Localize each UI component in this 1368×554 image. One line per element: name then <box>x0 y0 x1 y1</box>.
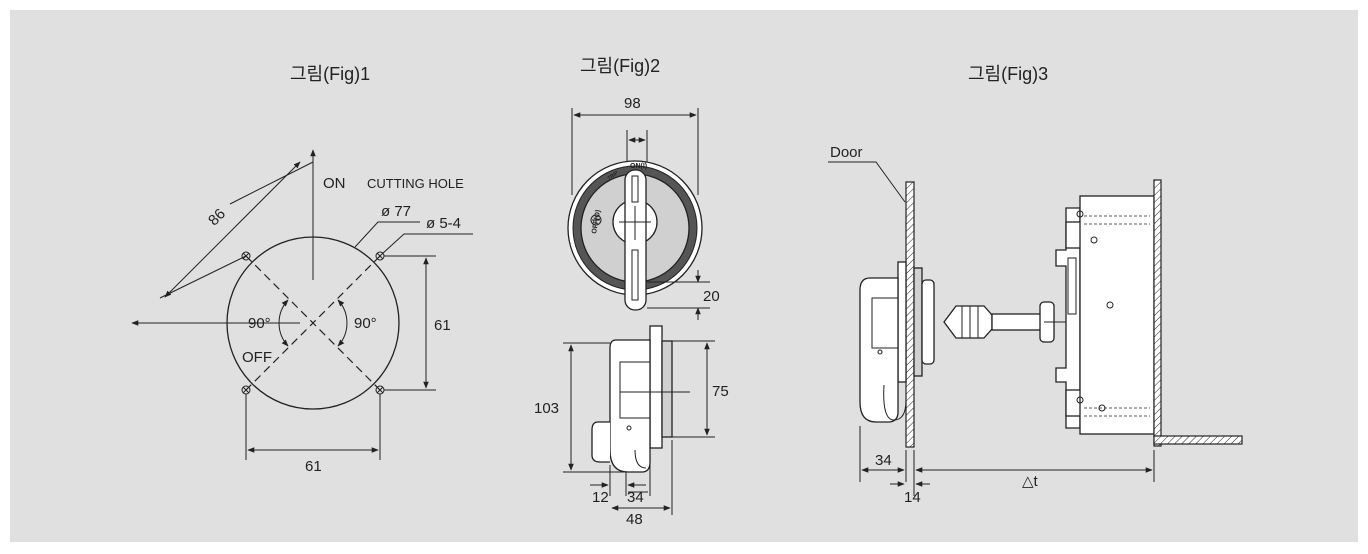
figure-2: 그림(Fig)2 98 ON(I) OFF(O) TRIP 20 <box>534 56 729 528</box>
dim-34-label: 34 <box>875 452 892 469</box>
padlock-loop <box>634 449 647 469</box>
off-label: OFF <box>242 349 272 366</box>
figure-2-title: 그림(Fig)2 <box>580 56 660 76</box>
handle-side-body <box>609 339 651 473</box>
dim-98-label: 98 <box>624 95 641 112</box>
mount-screw <box>1076 396 1084 404</box>
dim-20-label: 20 <box>703 288 720 305</box>
screw-hole <box>375 385 385 395</box>
delta-t-label: △t <box>1022 473 1039 490</box>
lock-screw-icon <box>592 216 600 224</box>
flange-plate <box>649 325 663 449</box>
leader-line-77 <box>354 221 420 248</box>
dim-12-label: 12 <box>592 489 609 506</box>
leader-line-5-4 <box>381 233 473 255</box>
panel-base-plate <box>1153 435 1243 445</box>
drawing-panel: 그림(Fig)1 ON OFF 90° 90° <box>10 10 1358 542</box>
dia-77-label: ø 77 <box>381 203 411 220</box>
dim-75-label: 75 <box>712 383 729 400</box>
dim-86-label: 86 <box>205 205 229 229</box>
handle-window <box>871 297 899 349</box>
flange-outer <box>897 261 907 383</box>
dim-48-label: 48 <box>626 511 643 528</box>
on-label: ON <box>323 175 346 192</box>
breaker-body <box>1079 195 1155 435</box>
handle-pin <box>877 349 883 355</box>
trip-mark-label: TRIP <box>607 170 620 182</box>
shaft-coupling <box>943 305 993 339</box>
panel-back-wall <box>1153 179 1162 447</box>
angle-right-label: 90° <box>354 315 377 332</box>
extension-line <box>229 161 314 205</box>
breaker-hole <box>1106 301 1114 309</box>
flange-body <box>661 340 673 438</box>
breaker-hole <box>1090 236 1098 244</box>
off-mark-label: OFF(O) <box>591 209 602 234</box>
dia-5-4-label: ø 5-4 <box>426 215 461 232</box>
diagonal-centerline <box>245 255 381 391</box>
dimension-86 <box>164 161 301 298</box>
handle-side-window <box>619 361 651 419</box>
handle-slot <box>631 249 639 301</box>
dim-61-horizontal-label: 61 <box>305 458 322 475</box>
screw-hole <box>241 385 251 395</box>
handle-slot <box>631 175 639 203</box>
mount-screw <box>1076 210 1084 218</box>
cutting-hole-circle <box>226 236 400 410</box>
angle-arc-right <box>337 299 348 347</box>
padlock-loop <box>883 384 907 421</box>
figure-3: 그림(Fig)3 Door <box>828 64 1243 506</box>
flange-inner <box>913 267 923 377</box>
cutting-hole-label: CUTTING HOLE <box>367 176 464 191</box>
dim-61-vertical-label: 61 <box>434 317 451 334</box>
dim-34-label: 34 <box>627 489 644 506</box>
dim-103-label: 103 <box>534 400 559 417</box>
on-mark-label: ON(I) <box>630 163 647 170</box>
extension-shaft <box>991 313 1043 331</box>
dim-14-label: 14 <box>904 489 921 506</box>
angle-arc-left <box>278 299 289 347</box>
door-plate <box>905 181 915 448</box>
padlock-loop <box>591 421 610 463</box>
breaker-mechanism <box>1067 257 1077 315</box>
angle-left-label: 90° <box>248 315 271 332</box>
lock-screw-icon <box>590 214 602 226</box>
door-label: Door <box>830 144 863 161</box>
door-leader <box>828 161 906 203</box>
flange-ring <box>921 279 935 365</box>
handle-side-pin <box>626 425 632 431</box>
figure-3-title: 그림(Fig)3 <box>968 64 1048 84</box>
figure-1: 그림(Fig)1 ON OFF 90° 90° <box>131 64 473 475</box>
breaker-hole <box>1098 404 1106 412</box>
figure-1-title: 그림(Fig)1 <box>290 64 370 84</box>
technical-drawing: 그림(Fig)1 ON OFF 90° 90° <box>131 56 1243 528</box>
